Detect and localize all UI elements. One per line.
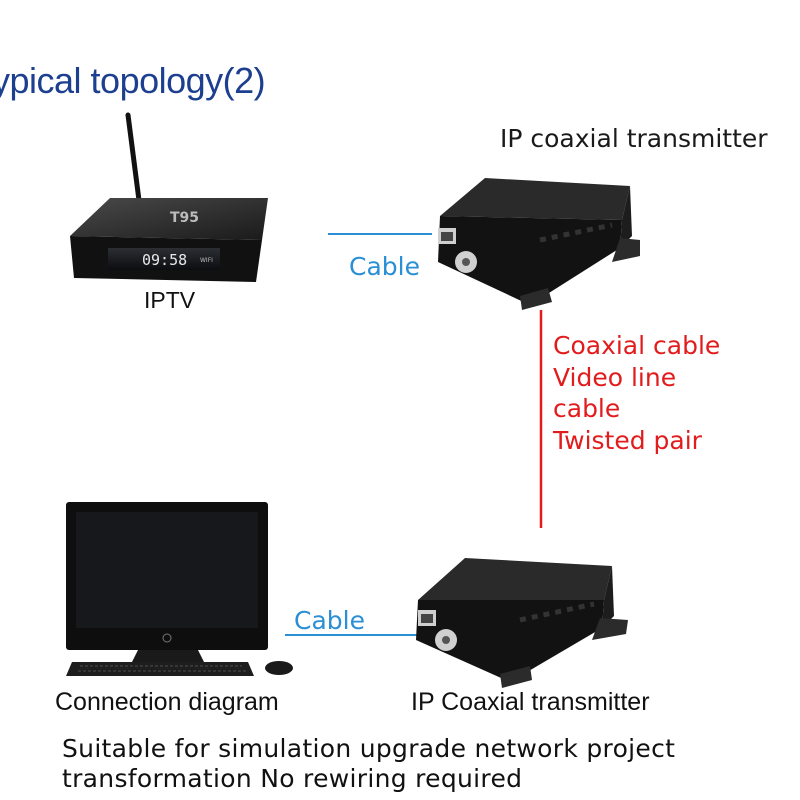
- coax-line-4: Twisted pair: [553, 425, 702, 455]
- footer-line-1: Suitable for simulation upgrade network …: [62, 734, 676, 763]
- computer-label: Connection diagram: [55, 688, 279, 716]
- iptv-label: IPTV: [144, 287, 196, 313]
- bottom-transmitter-label: IP Coaxial transmitter: [411, 688, 650, 716]
- computer-icon: [66, 502, 293, 676]
- coax-line-3: cable: [553, 394, 621, 423]
- coax-line-1: Coaxial cable: [553, 331, 721, 360]
- coaxial-label: Coaxial cable Video line cable Twisted p…: [553, 330, 720, 456]
- top-transmitter-icon: [438, 178, 640, 310]
- footer-note: Suitable for simulation upgrade network …: [62, 734, 675, 794]
- bottom-transmitter-icon: [416, 558, 628, 688]
- box-wifi: WIFI: [200, 257, 213, 264]
- cable-label-top: Cable: [349, 252, 420, 281]
- coax-line-2: Video line: [553, 362, 677, 392]
- diagram-title: ypical topology(2): [0, 60, 266, 101]
- footer-line-2: transformation No rewiring required: [62, 764, 523, 793]
- iptv-box-icon: 09:58 WIFI T95: [70, 112, 268, 282]
- cable-label-bottom: Cable: [294, 606, 365, 635]
- top-transmitter-label: IP coaxial transmitter: [500, 124, 768, 153]
- box-time: 09:58: [142, 251, 187, 269]
- box-brand: T95: [170, 210, 199, 226]
